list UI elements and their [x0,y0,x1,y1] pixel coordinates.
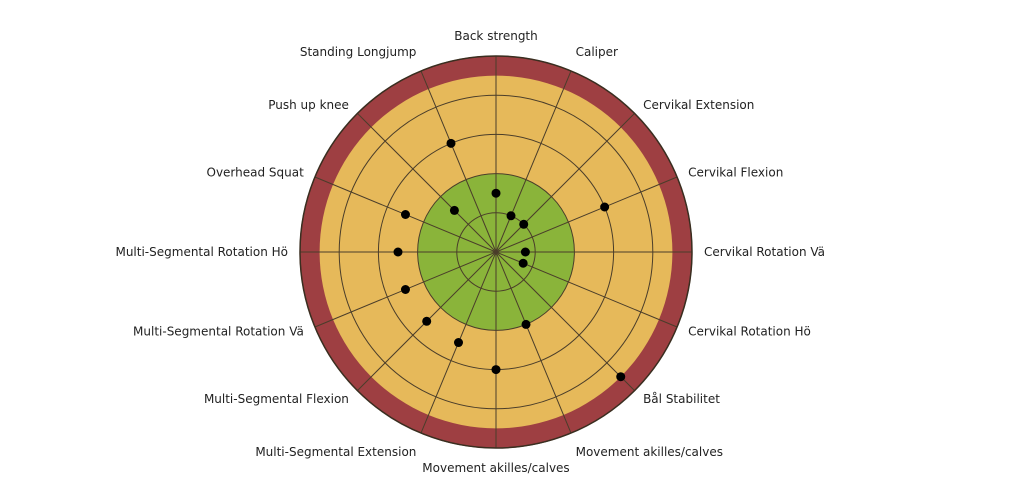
grid-spoke [495,70,572,253]
data-point [449,205,459,215]
category-label: Multi-Segmental Flexion [204,392,349,406]
outer-border [299,55,693,449]
category-label: Overhead Squat [207,165,305,179]
data-point [491,188,501,198]
category-label: Push up knee [268,98,349,112]
grid-layer [299,55,693,449]
data-point [520,247,530,257]
category-label: Movement akilles/calves [576,445,723,459]
category-label: Cervikal Rotation Vä [704,245,825,259]
category-label: Back strength [454,29,538,43]
data-point [393,247,403,257]
data-point [400,285,410,295]
data-point [446,138,456,148]
grid-spoke [495,176,678,253]
data-point [422,316,432,326]
data-point [519,219,529,229]
data-point [616,372,626,382]
category-label: Caliper [576,45,618,59]
data-point [521,319,531,329]
grid-spoke [495,251,572,434]
category-label: Cervikal Extension [643,98,754,112]
category-label: Bål Stabilitet [643,392,720,406]
grid-spoke [495,113,635,253]
category-label: Cervikal Flexion [688,165,783,179]
category-label: Standing Longjump [300,45,417,59]
points-layer [393,138,626,382]
data-point [453,338,463,348]
grid-spoke [357,113,497,253]
data-point [518,258,528,268]
data-point [506,211,516,221]
category-label: Cervikal Rotation Hö [688,325,811,339]
category-label: Multi-Segmental Extension [255,445,416,459]
category-label: Movement akilles/calves [422,461,569,475]
category-label: Multi-Segmental Rotation Vä [133,325,304,339]
category-label: Multi-Segmental Rotation Hö [115,245,288,259]
data-point [491,365,501,375]
grid-spoke [420,70,497,253]
data-point [600,202,610,212]
data-point [400,209,410,219]
grid-spoke [495,251,635,391]
